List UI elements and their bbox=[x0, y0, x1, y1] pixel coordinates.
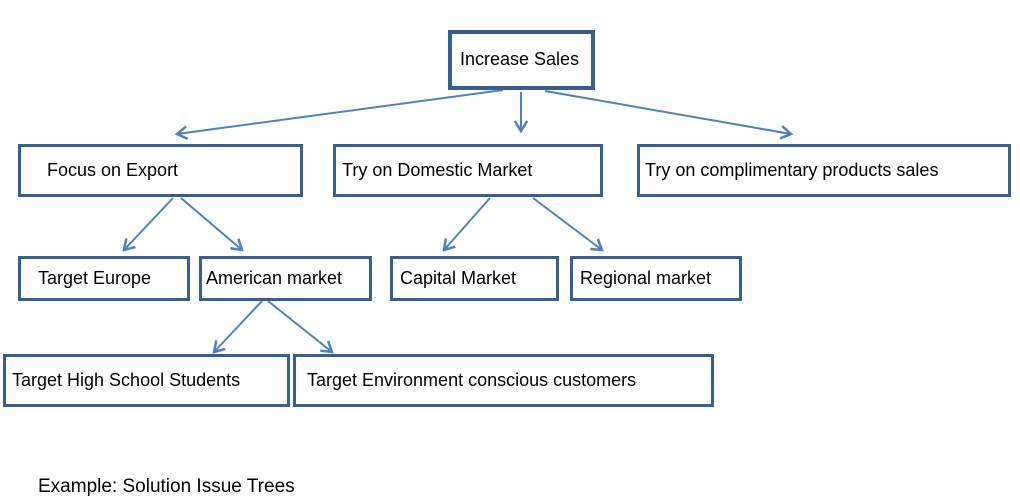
node-label: Capital Market bbox=[400, 267, 517, 288]
node-capital-market: Capital Market bbox=[390, 256, 559, 301]
node-american-market: American market bbox=[199, 256, 372, 301]
node-label: Target Europe bbox=[38, 267, 152, 288]
node-label: Regional market bbox=[580, 267, 712, 288]
node-label: Try on Domestic Market bbox=[342, 159, 533, 180]
node-label: Target High School Students bbox=[12, 369, 241, 390]
node-focus-on-export: Focus on Export bbox=[18, 144, 303, 197]
node-label: Increase Sales bbox=[460, 49, 580, 70]
node-target-high-school-students: Target High School Students bbox=[3, 354, 290, 407]
edge-focus-on-export-to-target-europe bbox=[122, 197, 174, 252]
edge-increase-sales-to-focus-on-export bbox=[174, 89, 504, 140]
node-try-on-complimentary-products-sales: Try on complimentary products sales bbox=[637, 144, 1011, 197]
edge-focus-on-export-to-american-market bbox=[180, 197, 244, 252]
node-label: Try on complimentary products sales bbox=[645, 159, 939, 180]
edge-try-on-domestic-to-regional-market bbox=[532, 197, 604, 252]
node-label: Focus on Export bbox=[47, 159, 179, 180]
edge-american-market-to-target-environment bbox=[267, 300, 334, 354]
diagram-caption: Example: Solution Issue Trees bbox=[38, 476, 295, 497]
edge-american-market-to-target-high-school bbox=[212, 300, 263, 354]
node-try-on-domestic-market: Try on Domestic Market bbox=[333, 144, 603, 197]
edge-increase-sales-to-try-on-complimentary bbox=[544, 90, 794, 140]
node-target-environment-conscious-customers: Target Environment conscious customers bbox=[293, 354, 714, 407]
node-target-europe: Target Europe bbox=[18, 256, 190, 301]
node-label: American market bbox=[206, 267, 343, 288]
edge-try-on-domestic-to-capital-market bbox=[442, 197, 491, 252]
node-increase-sales: Increase Sales bbox=[448, 30, 595, 90]
node-regional-market: Regional market bbox=[570, 256, 742, 301]
node-label: Target Environment conscious customers bbox=[307, 369, 637, 390]
